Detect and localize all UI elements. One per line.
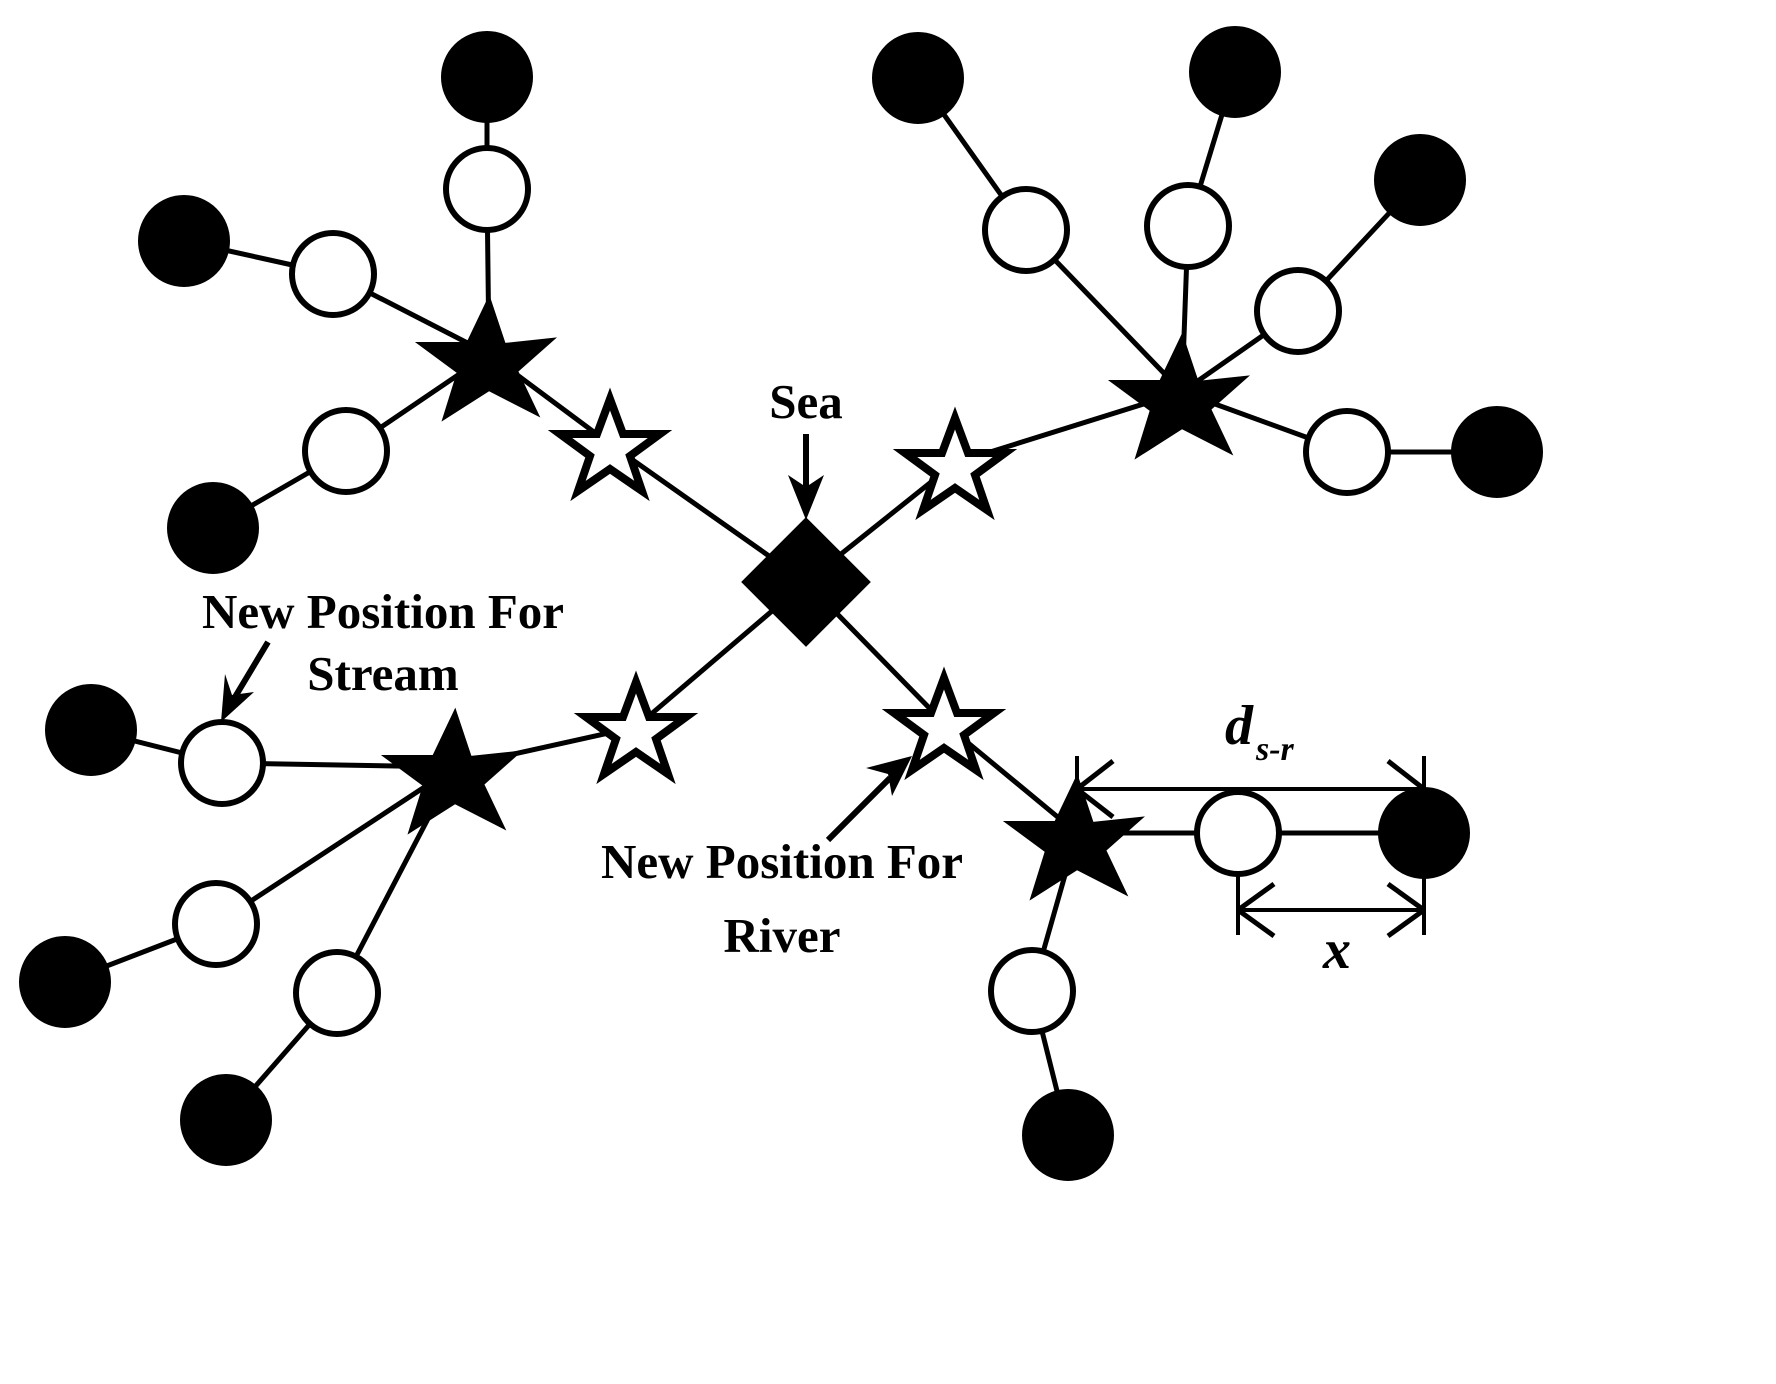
d-sr-arrow-right-upper [1386, 759, 1426, 791]
stream-node[interactable] [1378, 787, 1470, 879]
d-sr-subscript: s-r [1255, 731, 1295, 768]
stream-node[interactable] [1374, 134, 1466, 226]
sea-label: Sea [769, 374, 843, 429]
stream-node[interactable] [167, 482, 259, 574]
x-dimension-group: x [1236, 874, 1426, 981]
river-node[interactable] [178, 719, 266, 807]
river-nodes-group [172, 145, 1391, 1037]
river-node[interactable] [302, 407, 390, 495]
river-hub-star-icon[interactable] [380, 707, 524, 835]
stream-node[interactable] [1189, 26, 1281, 118]
river-node[interactable] [289, 230, 377, 318]
stream-node[interactable] [138, 195, 230, 287]
d-sr-arrow-left-upper [1075, 759, 1115, 791]
new-position-marker-star-icon[interactable] [573, 670, 699, 785]
x-arrow-left-upper [1236, 881, 1276, 913]
d-sr-symbol: d [1225, 695, 1254, 757]
river-arrow-head-icon [866, 756, 912, 796]
x-symbol: x [1322, 919, 1351, 981]
river-node[interactable] [1303, 408, 1391, 496]
new-position-marker-star-icon[interactable] [547, 387, 673, 502]
stream-node[interactable] [45, 684, 137, 776]
river-node[interactable] [443, 145, 531, 233]
new-position-marker-star-icon[interactable] [881, 666, 1007, 781]
stream-annotation: New Position For Stream [202, 584, 564, 722]
stream-node[interactable] [1022, 1089, 1114, 1181]
new-position-marker-star-icon[interactable] [892, 406, 1018, 521]
stream-node[interactable] [19, 936, 111, 1028]
stream-label-line1: New Position For [202, 584, 564, 639]
river-label-line2: River [724, 908, 841, 963]
hollow-stars-group [547, 387, 1018, 785]
x-arrow-left-lower [1236, 907, 1276, 939]
river-hub-star-icon[interactable] [1002, 773, 1146, 901]
river-node[interactable] [293, 949, 381, 1037]
d-sr-arrow-left-lower [1075, 787, 1115, 819]
sea-annotation: Sea [769, 374, 843, 520]
river-node[interactable] [1194, 789, 1282, 877]
stream-node[interactable] [1451, 406, 1543, 498]
river-node[interactable] [1144, 182, 1232, 270]
river-node[interactable] [172, 880, 260, 968]
stream-node[interactable] [180, 1074, 272, 1166]
river-hub-star-icon[interactable] [1107, 332, 1251, 460]
river-node[interactable] [982, 186, 1070, 274]
stream-nodes-group [19, 26, 1543, 1181]
edge-river-to-hub [214, 764, 457, 927]
river-arrow-shaft [825, 775, 893, 843]
river-annotation: New Position For River [601, 756, 963, 963]
d-sr-dimension-group: d s-r [1075, 695, 1426, 862]
sea-node-diamond-icon[interactable] [741, 517, 871, 647]
filled-stars-group [380, 294, 1251, 901]
river-node[interactable] [988, 947, 1076, 1035]
river-node[interactable] [1254, 267, 1342, 355]
river-hub-star-icon[interactable] [414, 294, 558, 422]
stream-node[interactable] [441, 31, 533, 123]
stream-label-line2: Stream [307, 646, 459, 701]
sea-arrow-head-icon [788, 475, 824, 520]
stream-arrow-shaft [229, 640, 271, 704]
d-sr-arrow-right-lower [1386, 787, 1426, 819]
river-label-line1: New Position For [601, 834, 963, 889]
x-arrow-right-upper [1386, 881, 1426, 913]
x-arrow-right-lower [1386, 907, 1426, 939]
stream-node[interactable] [872, 32, 964, 124]
stream-arrow-head-icon [221, 674, 254, 722]
